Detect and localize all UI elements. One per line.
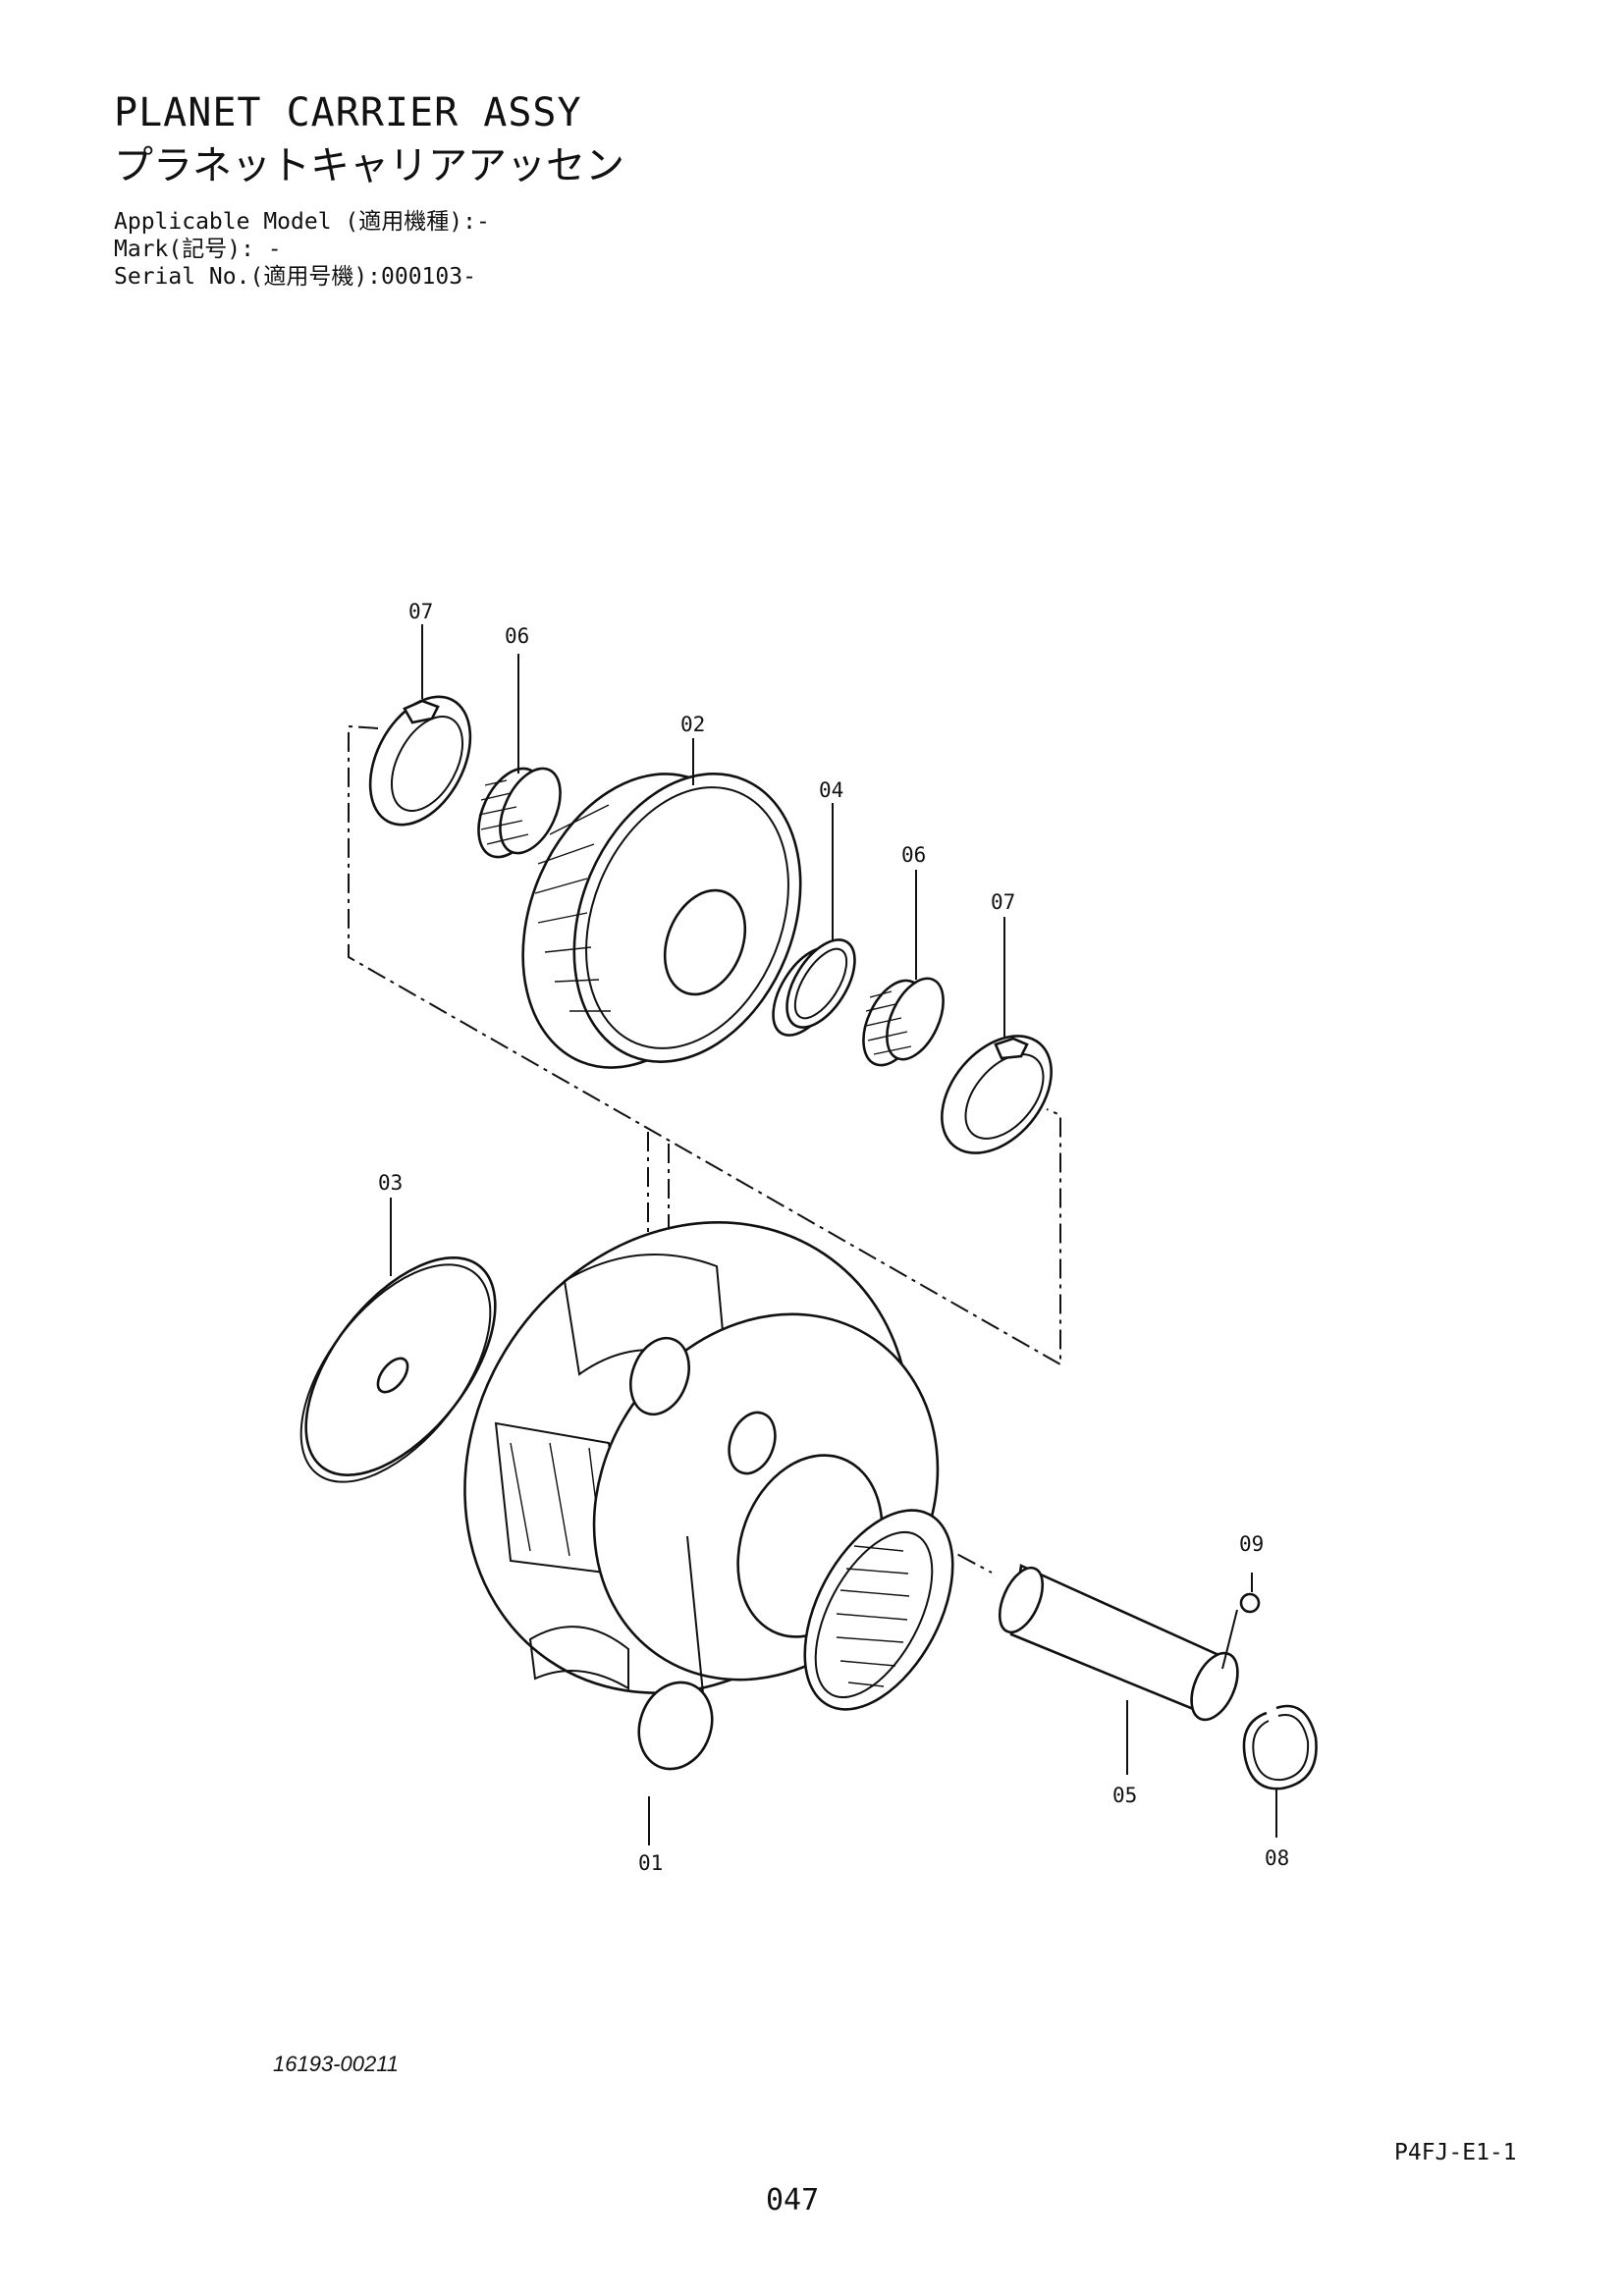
applicable-model-line: Applicable Model (適用機種):- — [114, 209, 490, 235]
page-code: P4FJ-E1-1 — [1394, 2140, 1517, 2165]
snap-ring-part-08 — [1242, 1704, 1318, 1790]
page-title: PLANET CARRIER ASSY — [114, 90, 582, 135]
needle-bearing-part-06-upper — [477, 767, 562, 859]
thrust-washer-part-07-upper — [368, 695, 472, 827]
planet-carrier-part-01 — [463, 1221, 954, 1771]
callout-04: 04 — [819, 778, 843, 802]
callout-01: 01 — [638, 1851, 663, 1875]
callout-05: 05 — [1112, 1784, 1137, 1807]
planet-gear-part-02 — [521, 773, 802, 1069]
thrust-washer-part-07-lower — [941, 1035, 1053, 1154]
callout-07-upper: 07 — [408, 600, 433, 623]
serial-number-line: Serial No.(適用号機):000103- — [114, 264, 476, 290]
page-title-japanese: プラネットキャリアアッセン — [114, 143, 624, 188]
callout-08: 08 — [1265, 1846, 1289, 1870]
callout-02: 02 — [680, 713, 705, 736]
thrust-plate-part-03 — [299, 1256, 497, 1483]
needle-bearing-part-06-lower — [862, 977, 945, 1067]
callout-07-lower: 07 — [991, 890, 1015, 914]
planet-pin-part-05 — [998, 1564, 1239, 1722]
steel-ball-part-09 — [1239, 1592, 1261, 1614]
spacer-ring-part-04 — [772, 938, 856, 1037]
mark-line: Mark(記号): - — [114, 237, 282, 262]
callout-06-upper: 06 — [505, 624, 529, 648]
callout-leader-lines — [390, 624, 1277, 1845]
callout-09: 09 — [1239, 1532, 1264, 1556]
callout-03: 03 — [378, 1171, 403, 1195]
page-number: 047 — [766, 2183, 820, 2217]
drawing-number: 16193-00211 — [273, 2052, 400, 2076]
callout-06-lower: 06 — [901, 843, 926, 867]
